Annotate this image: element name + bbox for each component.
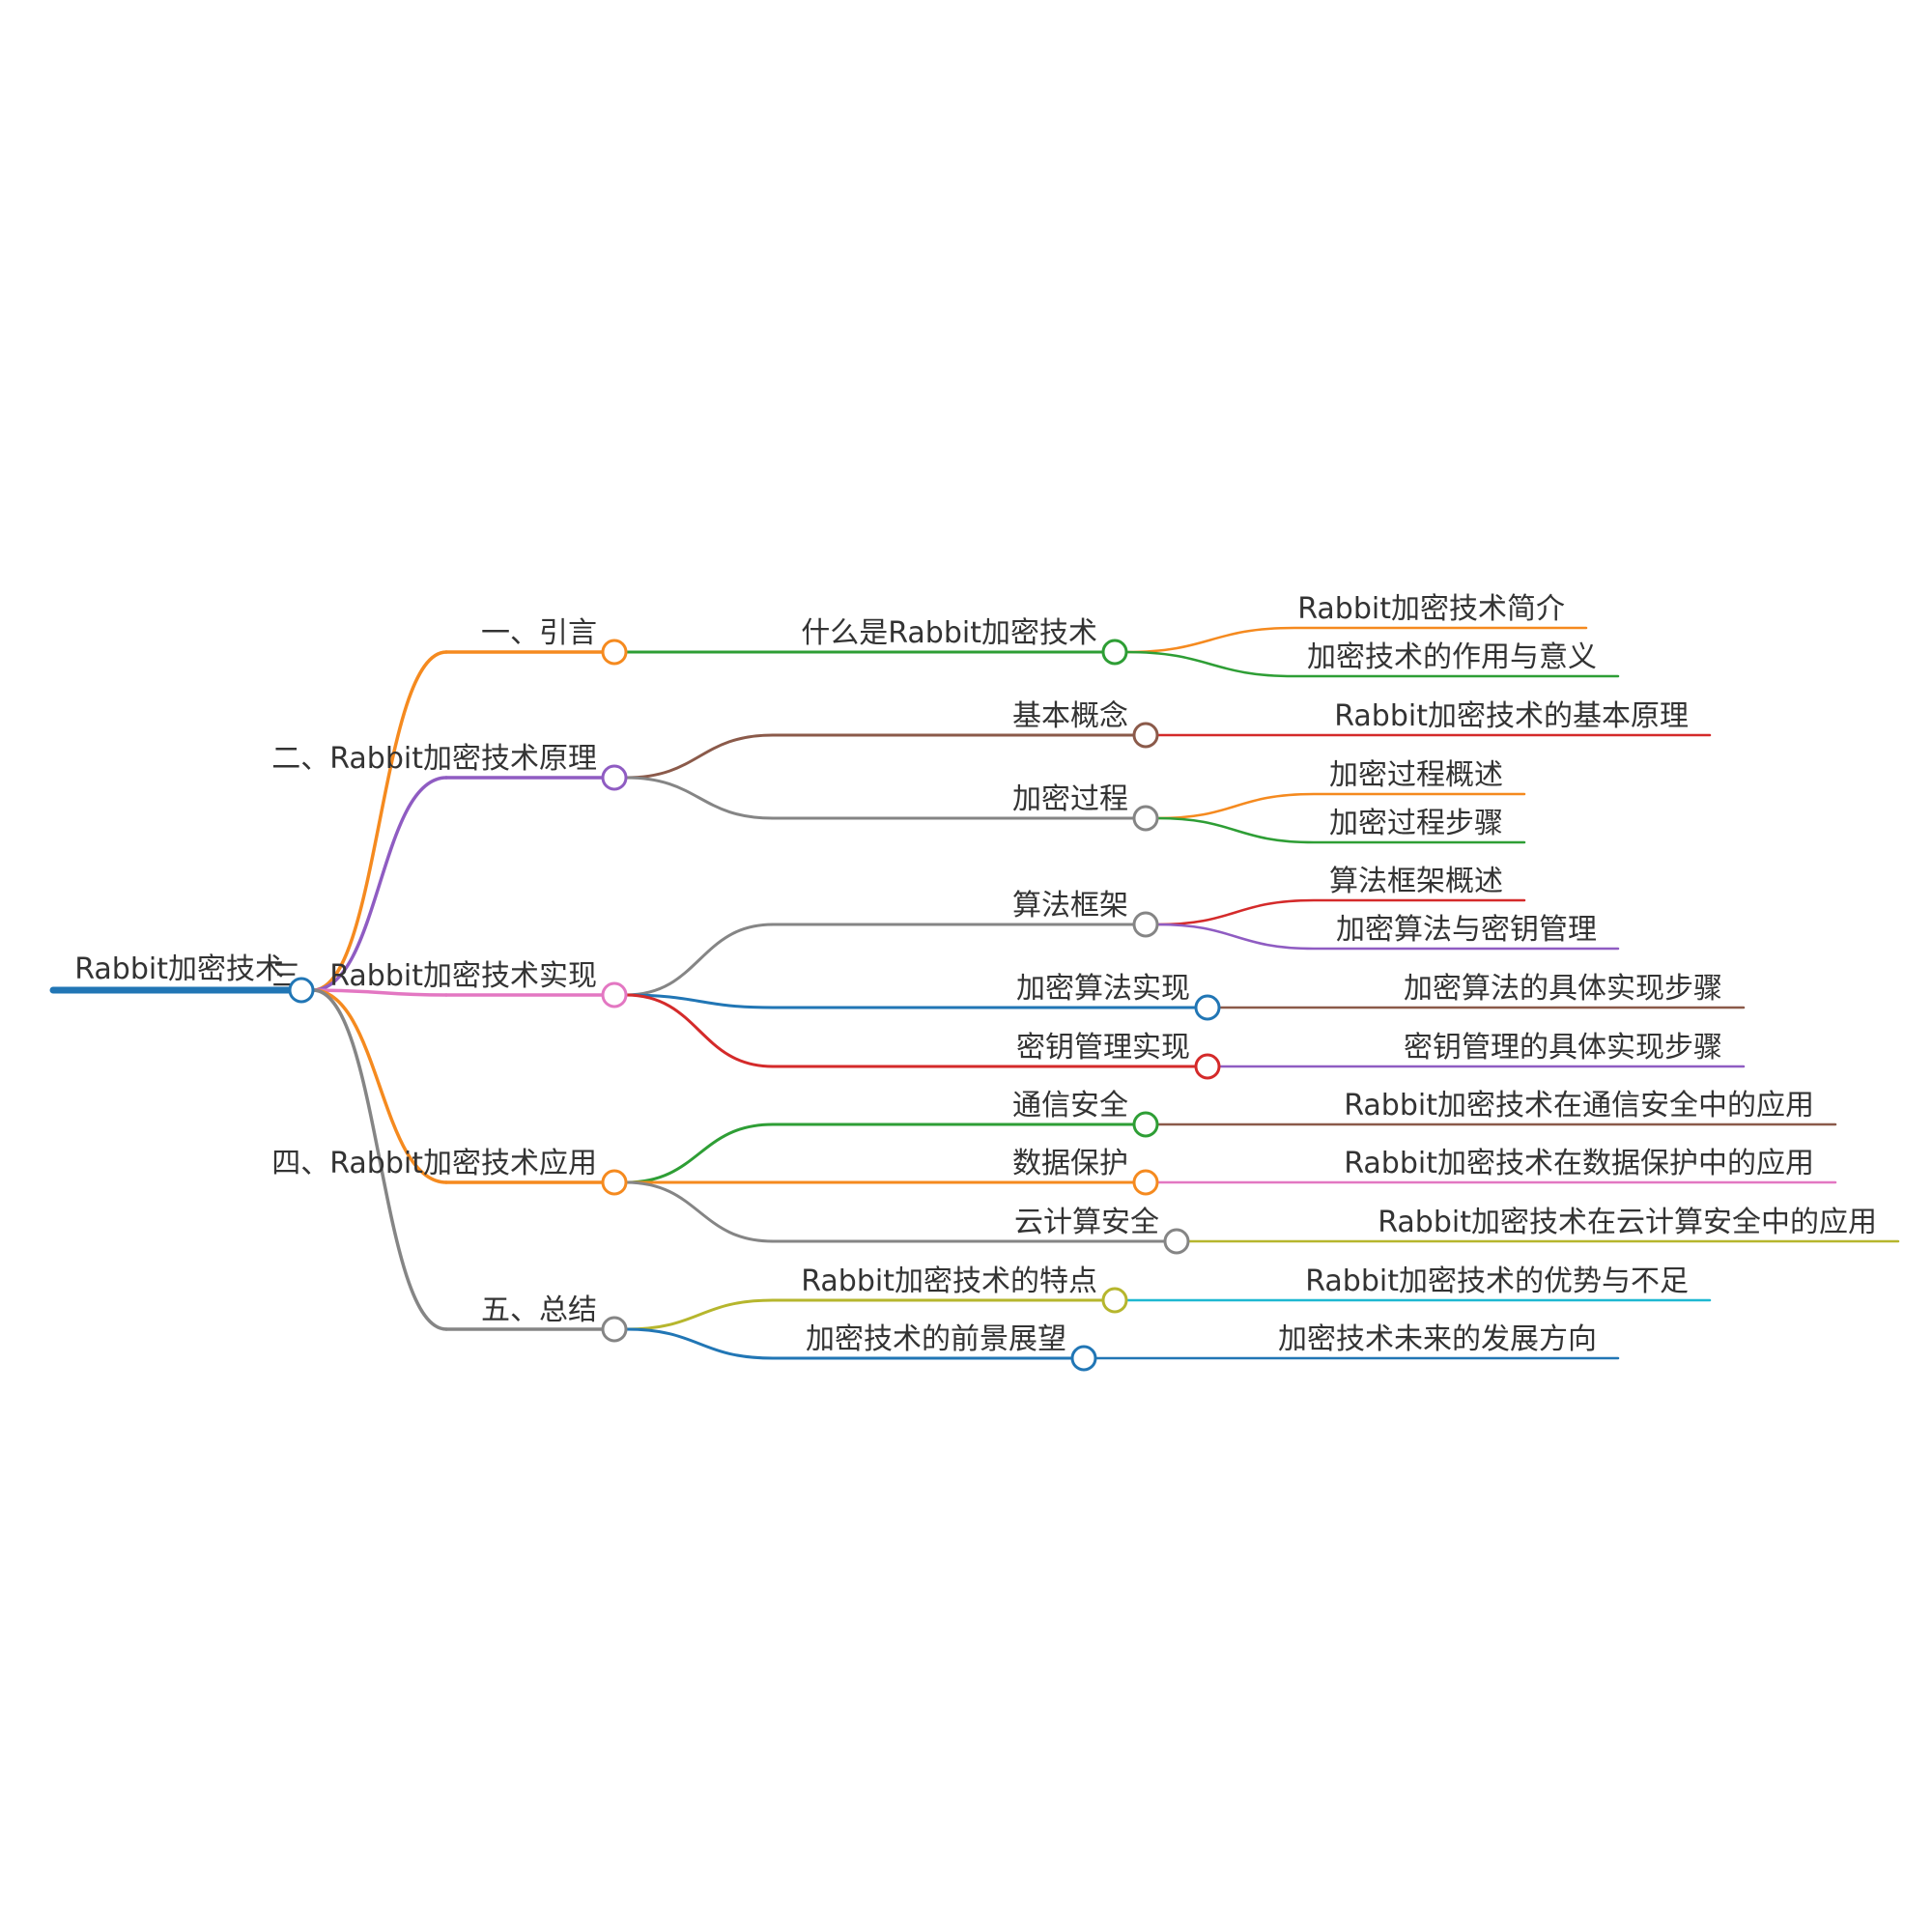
subtopic-label: 加密算法实现 [1016,972,1190,1006]
leaf-label: Rabbit加密技术简介 [1297,592,1565,626]
subtopic-handle[interactable] [1194,994,1221,1021]
branch-handle[interactable] [601,1169,628,1196]
subtopic-handle[interactable] [1163,1228,1190,1255]
subtopic-handle[interactable] [1194,1053,1221,1080]
subtopic-handle[interactable] [1132,911,1159,938]
subtopic-connector [624,733,775,780]
subtopic-handle[interactable] [1101,639,1128,666]
branch-label: 三、Rabbit加密技术实现 [271,959,597,993]
subtopic-connector [624,993,775,1009]
leaf-label: 加密算法与密钥管理 [1336,913,1597,947]
branch-connector [311,988,448,1184]
leaf-label: 加密算法的具体实现步骤 [1404,972,1722,1006]
branch-connector [311,988,448,1331]
branch-handle[interactable] [601,639,628,666]
leaf-label: Rabbit加密技术在数据保护中的应用 [1344,1147,1814,1180]
branch-handle[interactable] [601,764,628,791]
subtopic-label: 加密过程 [1012,782,1128,816]
subtopic-label: 数据保护 [1012,1147,1128,1180]
subtopic-handle[interactable] [1132,1111,1159,1138]
subtopic-handle[interactable] [1132,722,1159,749]
subtopic-connector [624,1180,775,1243]
subtopic-handle[interactable] [1132,1169,1159,1196]
leaf-label: Rabbit加密技术在云计算安全中的应用 [1378,1206,1877,1239]
subtopic-label: 密钥管理实现 [1016,1031,1190,1065]
subtopic-label: 什么是Rabbit加密技术 [801,616,1097,650]
leaf-label: 加密技术的作用与意义 [1307,640,1597,674]
leaf-label: 密钥管理的具体实现步骤 [1404,1031,1722,1065]
mindmap-labels: Rabbit加密技术 一、引言 什么是Rabbit加密技术 Rabbit加密技术简介加… [74,592,1877,1356]
branch-connector [311,776,448,992]
subtopic-connector [624,776,775,820]
leaf-connector [1124,626,1588,654]
leaf-label: Rabbit加密技术在通信安全中的应用 [1344,1089,1814,1122]
subtopic-label: 云计算安全 [1014,1206,1159,1239]
branch-connector [311,988,448,997]
branch-label: 一、引言 [481,616,597,650]
leaf-label: Rabbit加密技术的优势与不足 [1305,1264,1689,1298]
subtopic-label: Rabbit加密技术的特点 [801,1264,1097,1298]
leaf-connector [1155,898,1526,926]
branch-handle[interactable] [601,981,628,1009]
leaf-label: 算法框架概述 [1329,865,1503,898]
leaf-label: 加密过程步骤 [1329,807,1503,840]
subtopic-handle[interactable] [1101,1287,1128,1314]
subtopic-label: 加密技术的前景展望 [806,1322,1066,1356]
branch-label: 二、Rabbit加密技术原理 [271,742,597,776]
leaf-connector [1155,792,1526,820]
leaf-connector [1155,816,1526,844]
subtopic-connector [624,1298,775,1331]
root-handle[interactable] [288,977,315,1004]
subtopic-connector [624,1122,775,1184]
subtopic-connector [624,1327,775,1360]
leaf-connector [1124,650,1620,678]
mindmap-edges [49,626,1900,1360]
subtopic-connector [624,993,775,1068]
subtopic-label: 通信安全 [1012,1089,1128,1122]
branch-label: 四、Rabbit加密技术应用 [271,1147,597,1180]
subtopic-connector [624,923,775,997]
leaf-label: Rabbit加密技术的基本原理 [1334,699,1689,733]
leaf-connector [1155,923,1620,951]
subtopic-handle[interactable] [1070,1345,1097,1372]
mindmap-handles [288,639,1221,1372]
leaf-label: 加密技术未来的发展方向 [1278,1322,1597,1356]
subtopic-label: 算法框架 [1012,889,1128,923]
subtopic-label: 基本概念 [1012,699,1128,733]
leaf-label: 加密过程概述 [1329,758,1503,792]
branch-label: 五、总结 [481,1293,597,1327]
root-label: Rabbit加密技术 [74,952,284,986]
subtopic-handle[interactable] [1132,805,1159,832]
branch-connector [311,650,448,992]
branch-handle[interactable] [601,1316,628,1343]
